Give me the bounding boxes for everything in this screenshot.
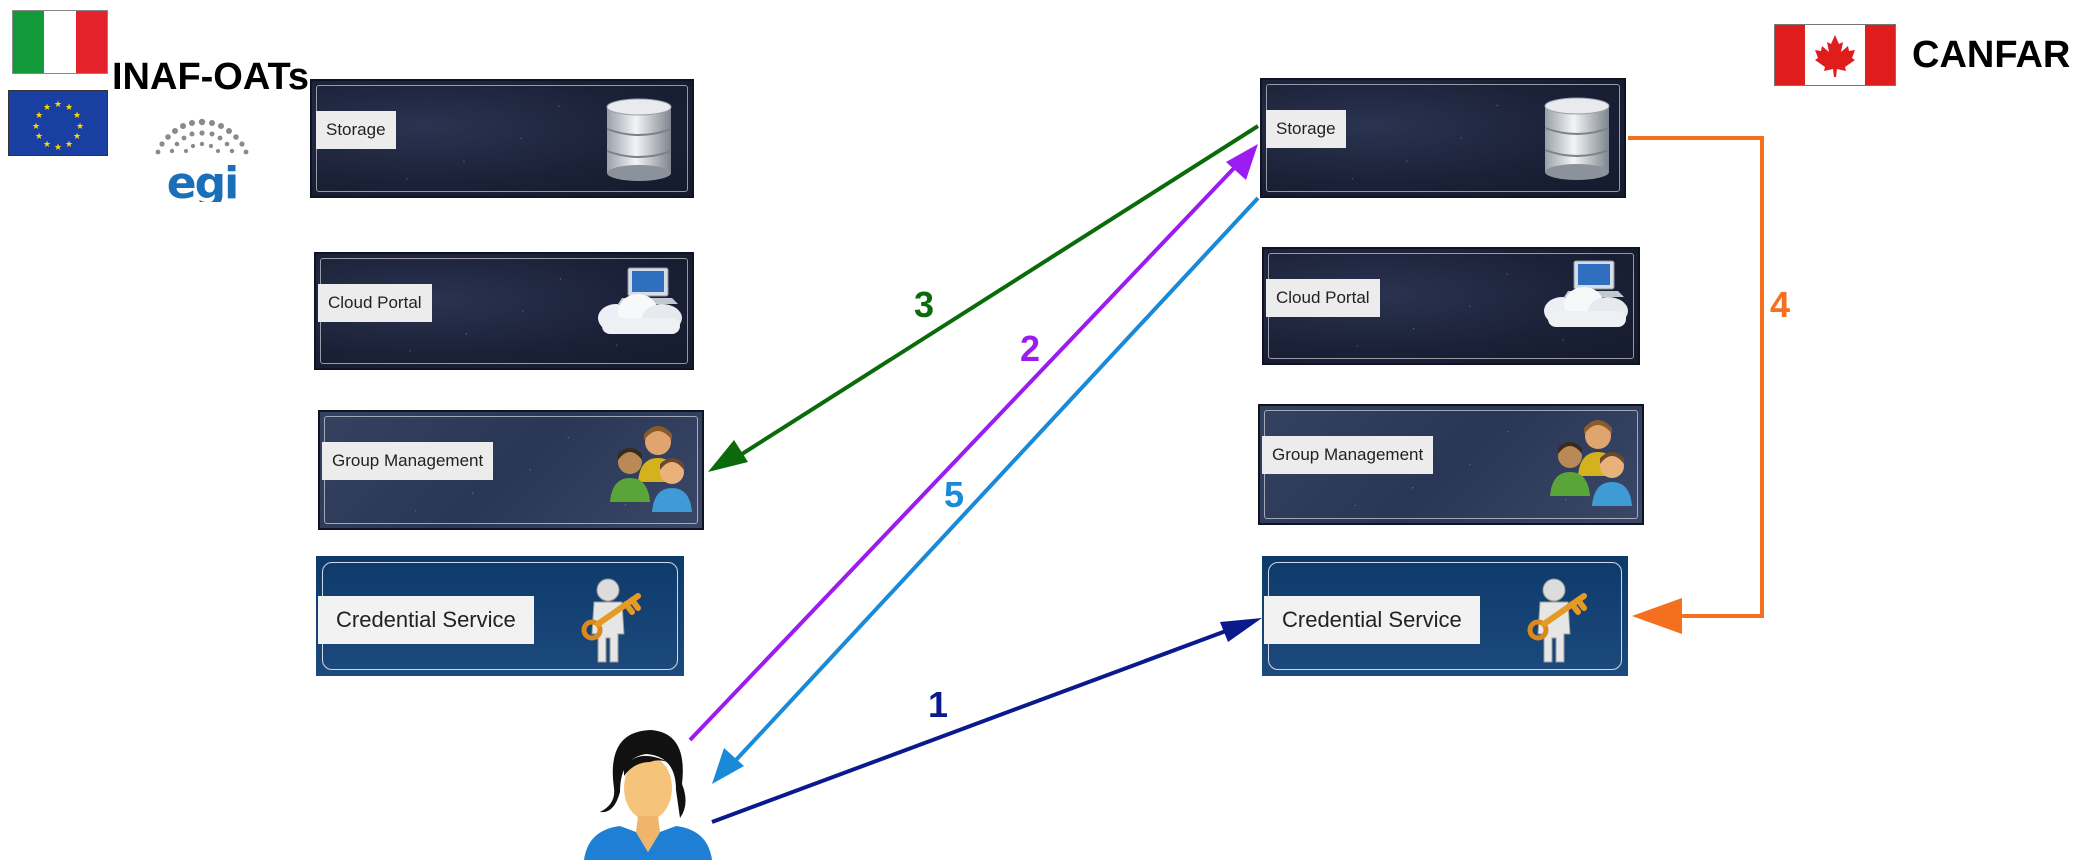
svg-text:★: ★ <box>65 140 73 150</box>
canada-flag-icon <box>1774 24 1896 86</box>
left-cloud-portal-label: Cloud Portal <box>318 284 432 322</box>
left-group-management-panel[interactable]: Group Management <box>318 410 704 530</box>
step-3-arrowhead <box>708 440 748 472</box>
svg-text:★: ★ <box>65 103 73 113</box>
cloud-computer-icon <box>594 262 686 343</box>
step-3-arrow <box>740 124 1260 456</box>
svg-text:★: ★ <box>35 132 43 142</box>
people-group-icon <box>606 422 698 521</box>
left-storage-panel[interactable]: Storage <box>310 79 694 198</box>
svg-text:★: ★ <box>73 111 81 121</box>
right-cloud-portal-panel[interactable]: Cloud Portal <box>1262 247 1640 365</box>
right-storage-panel[interactable]: Storage <box>1260 78 1626 198</box>
step-1-arrowhead <box>1220 618 1262 642</box>
left-credential-service-panel[interactable]: Credential Service <box>316 556 684 676</box>
step-5-arrow <box>734 196 1260 762</box>
svg-text:★: ★ <box>54 100 62 110</box>
right-site-title: CANFAR <box>1912 34 2071 76</box>
right-group-management-label: Group Management <box>1262 436 1434 474</box>
user-avatar-icon[interactable] <box>580 728 714 860</box>
left-storage-label: Storage <box>316 111 396 149</box>
left-group-management-label: Group Management <box>322 442 494 480</box>
database-icon <box>604 97 674 186</box>
step-3-label: 3 <box>914 284 935 325</box>
right-group-management-panel[interactable]: Group Management <box>1258 404 1644 525</box>
step-4-arrowhead <box>1632 598 1682 634</box>
egi-logo: egi <box>146 116 258 209</box>
svg-text:egi: egi <box>167 158 237 202</box>
left-site-title: INAF-OATs <box>112 56 310 98</box>
step-2-label: 2 <box>1020 328 1041 369</box>
step-1-label: 1 <box>928 684 949 725</box>
step-1-arrow <box>711 626 1235 824</box>
svg-text:★: ★ <box>76 122 84 132</box>
svg-text:★: ★ <box>43 103 51 113</box>
right-credential-service-panel[interactable]: Credential Service <box>1262 556 1628 676</box>
step-5-label: 5 <box>944 474 965 515</box>
step-4-label: 4 <box>1770 284 1791 325</box>
eu-flag-icon: ★★★ ★★★ ★★★ ★★★ <box>8 90 108 156</box>
svg-text:★: ★ <box>35 111 43 121</box>
cloud-computer-icon <box>1540 255 1632 336</box>
database-icon <box>1542 96 1612 185</box>
svg-text:★: ★ <box>54 143 62 153</box>
step-5-arrowhead <box>712 748 744 784</box>
left-cloud-portal-panel[interactable]: Cloud Portal <box>314 252 694 370</box>
people-group-icon <box>1546 416 1638 515</box>
italy-flag-icon <box>12 10 108 74</box>
right-cloud-portal-label: Cloud Portal <box>1266 279 1380 317</box>
step-2-arrowhead <box>1226 144 1258 180</box>
svg-text:★: ★ <box>43 140 51 150</box>
left-credential-service-label: Credential Service <box>318 596 534 644</box>
svg-text:★: ★ <box>73 132 81 142</box>
person-key-icon <box>1524 572 1596 673</box>
step-2-arrow <box>688 164 1238 742</box>
right-credential-service-label: Credential Service <box>1264 596 1480 644</box>
right-storage-label: Storage <box>1266 110 1346 148</box>
person-key-icon <box>578 572 650 673</box>
step-4-arrow <box>1628 136 1764 618</box>
svg-text:★: ★ <box>32 122 40 132</box>
